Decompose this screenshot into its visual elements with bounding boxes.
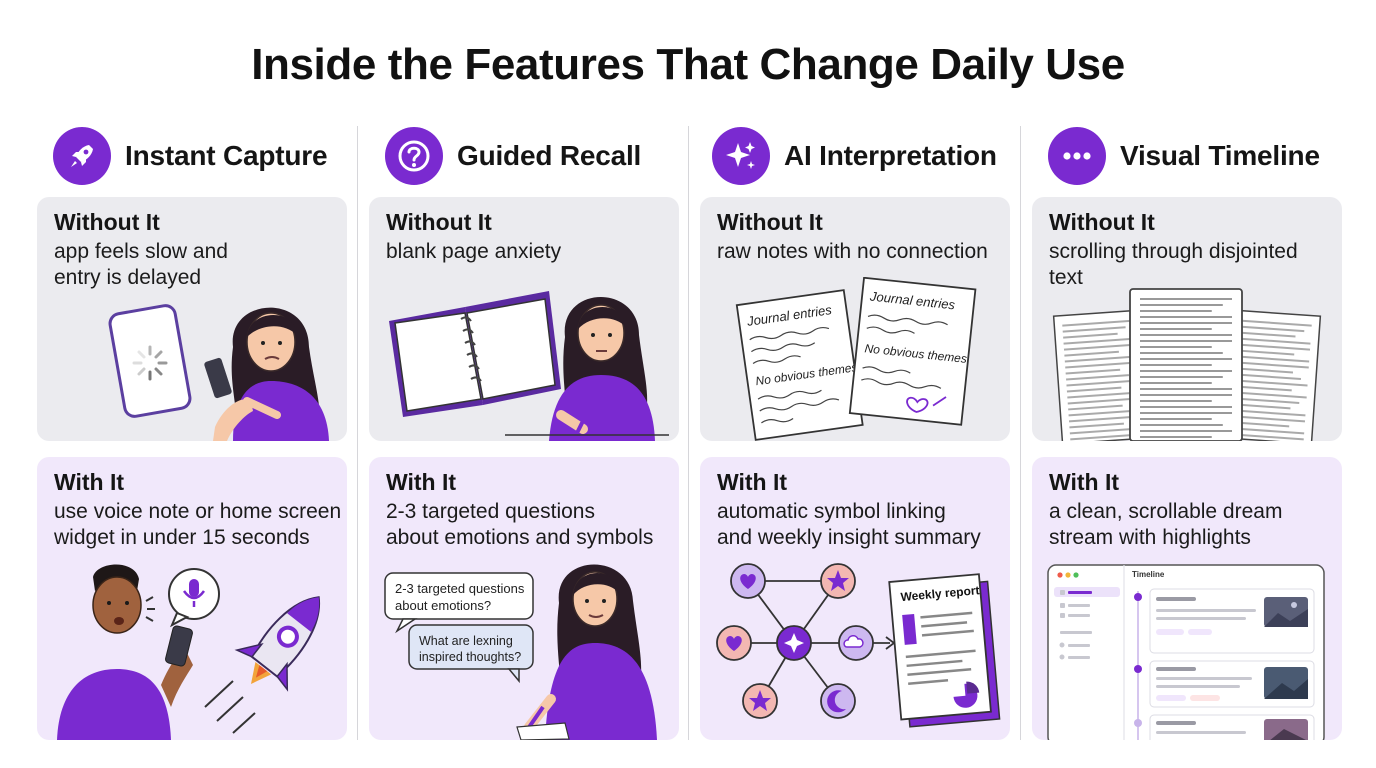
feature-title: Visual Timeline [1120, 140, 1320, 171]
text-line [1064, 355, 1135, 363]
text-line [1068, 404, 1123, 411]
feature-title: Guided Recall [457, 140, 642, 171]
text-line [1239, 349, 1295, 356]
without-description: app feels slow and entry is delayed [54, 240, 228, 289]
disjointed-pages-illustration [1032, 277, 1342, 441]
without-label: Without It [386, 209, 492, 235]
text-line [1240, 331, 1296, 338]
text-line [1063, 332, 1118, 339]
text-line [1238, 373, 1301, 381]
text-line [1067, 398, 1131, 405]
text-line [1233, 433, 1304, 441]
column-divider [688, 126, 689, 740]
weekly-report-title: Weekly report [900, 583, 980, 604]
text-line [1069, 427, 1140, 435]
without-label: Without It [54, 209, 160, 235]
with-panel: With It automatic symbol linking and wee… [700, 457, 1010, 740]
with-label: With It [54, 469, 125, 495]
text-line [1234, 421, 1290, 428]
without-description: blank page anxiety [386, 240, 562, 263]
column-divider [357, 126, 358, 740]
text-line [1065, 361, 1136, 369]
text-line [1241, 325, 1305, 333]
with-panel: With It 2-3 targeted questions about emo… [369, 457, 679, 740]
question-bubble-line-1: 2-3 targeted questions [395, 581, 525, 596]
without-description: scrolling through disjointed text [1049, 240, 1298, 289]
question-bubble-line-3: What are lexning [419, 634, 513, 648]
text-line [1064, 350, 1119, 357]
text-line [1069, 422, 1124, 429]
sparkle-icon [712, 127, 770, 185]
text-line [1238, 361, 1309, 369]
without-label: Without It [1049, 209, 1155, 235]
question-icon [385, 127, 443, 185]
feature-header: Guided Recall [385, 126, 641, 186]
blank-notebook-illustration [369, 277, 679, 441]
text-line [1241, 319, 1312, 327]
column-divider [1020, 126, 1021, 740]
voice-note-illustration [37, 557, 347, 740]
text-line [1237, 385, 1292, 392]
text-line [1065, 368, 1121, 375]
text-line [1240, 337, 1311, 345]
without-description: raw notes with no connection [717, 240, 988, 263]
text-line [1063, 337, 1134, 345]
without-panel: Without It raw notes with no connection … [700, 197, 1010, 441]
text-line [1235, 403, 1291, 410]
text-line [1067, 391, 1138, 399]
without-label: Without It [717, 209, 823, 235]
text-line [1239, 355, 1310, 363]
with-description: 2-3 targeted questions about emotions an… [386, 500, 654, 549]
with-label: With It [717, 469, 788, 495]
guided-questions-illustration: 2-3 targeted questions about emotions? W… [369, 557, 679, 740]
with-panel: With It a clean, scrollable dream stream… [1032, 457, 1342, 740]
text-line [1070, 433, 1141, 441]
timeline-app-illustration: Timeline [1032, 557, 1342, 740]
symbol-network-illustration: Weekly report [700, 557, 1010, 740]
text-line [1236, 391, 1307, 399]
feature-title: Instant Capture [125, 140, 328, 171]
without-panel: Without It blank page anxiety [369, 197, 679, 441]
question-bubble-line-2: about emotions? [395, 598, 491, 613]
text-line [1063, 343, 1134, 351]
text-line [1237, 379, 1308, 387]
text-line [1235, 415, 1306, 423]
text-line [1235, 409, 1306, 417]
more-dots-icon [1048, 127, 1106, 185]
text-line [1240, 343, 1311, 351]
with-label: With It [1049, 469, 1120, 495]
text-line [1068, 409, 1139, 417]
text-line [1234, 427, 1305, 435]
text-line [1066, 386, 1122, 393]
slow-phone-illustration [37, 277, 347, 441]
without-panel: Without It scrolling through disjointed … [1032, 197, 1342, 441]
question-bubble-line-4: inspired thoughts? [419, 650, 521, 664]
scattered-notes-illustration: Journal entries No obvious themes Journa… [700, 277, 1010, 441]
text-line [1068, 415, 1139, 423]
feature-header: Instant Capture [53, 126, 328, 186]
page-title: Inside the Features That Change Daily Us… [251, 40, 1125, 89]
with-panel: With It use voice note or home screen wi… [37, 457, 347, 740]
timeline-label: Timeline [1132, 570, 1165, 579]
with-description: use voice note or home screen widget in … [54, 500, 342, 549]
feature-header: Visual Timeline [1048, 126, 1320, 186]
text-line [1236, 397, 1300, 404]
text-line [1066, 379, 1137, 387]
feature-header: AI Interpretation [712, 126, 997, 186]
with-description: a clean, scrollable dream stream with hi… [1049, 500, 1283, 549]
text-line [1062, 319, 1133, 327]
feature-title: AI Interpretation [784, 140, 997, 171]
with-label: With It [386, 469, 457, 495]
text-line [1066, 374, 1130, 381]
text-line [1062, 326, 1126, 333]
rocket-icon [53, 127, 111, 185]
text-line [1238, 367, 1294, 374]
without-panel: Without It app feels slow and entry is d… [37, 197, 347, 441]
with-description: automatic symbol linking and weekly insi… [717, 500, 981, 549]
